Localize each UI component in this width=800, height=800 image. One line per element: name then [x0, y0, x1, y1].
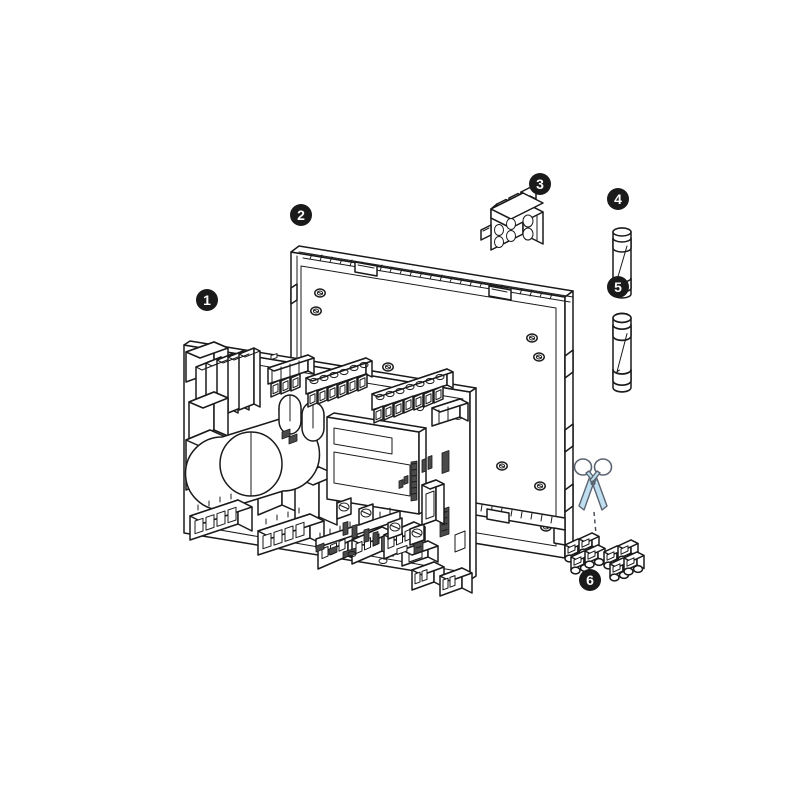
callout-badge-5[interactable]: 5 — [607, 276, 629, 298]
callout-badge-3[interactable]: 3 — [529, 173, 551, 195]
callout-badge-6[interactable]: 6 — [579, 569, 601, 591]
trimmer-potentiometers — [336, 497, 425, 546]
fuse-large — [612, 312, 632, 393]
main-control-pcb — [183, 340, 477, 597]
pluggable-terminal-connector — [480, 186, 544, 251]
screw-terminal-strip-top — [267, 353, 469, 427]
callout-badge-1[interactable]: 1 — [196, 289, 218, 311]
callout-badge-4[interactable]: 4 — [607, 188, 629, 210]
scissors-icon — [573, 458, 613, 511]
right-side-components — [421, 479, 445, 526]
electrolytic-capacitor — [184, 417, 321, 511]
heatsink-fins — [185, 341, 261, 424]
small-capacitors — [278, 394, 325, 442]
dashed-cut-line — [593, 511, 598, 546]
lcd-display-module — [326, 412, 427, 515]
smd-components — [281, 428, 433, 559]
separable-connector-blocks — [564, 458, 645, 582]
callout-badge-2[interactable]: 2 — [290, 204, 312, 226]
